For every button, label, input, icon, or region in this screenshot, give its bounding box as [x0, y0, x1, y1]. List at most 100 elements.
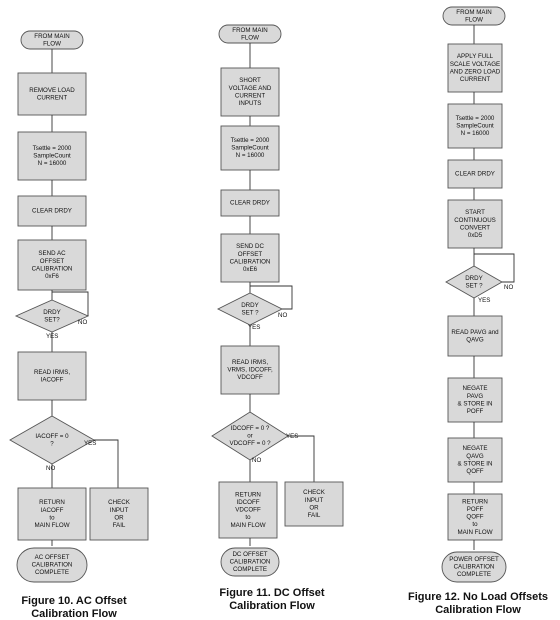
nl-negate-qavg-line-1: NEGATE	[463, 445, 488, 452]
ac-check-input-line-3: OR	[114, 514, 124, 521]
ac-return-line-1: RETURN	[39, 499, 65, 506]
ac-read-irms-line-2: IACOFF	[41, 376, 64, 383]
nl-end-line-3: COMPLETE	[457, 571, 491, 578]
nl-tsettle-line-1: Tsettle = 2000	[456, 115, 495, 122]
ac-label-no-1: NO	[78, 319, 87, 326]
dc-return-line-5: MAIN FLOW	[230, 522, 265, 529]
nl-negate-pavg-line-2: PAVG	[467, 393, 483, 400]
dc-return-box	[218, 481, 278, 539]
nl-negate-pavg-line-1: NEGATE	[463, 385, 488, 392]
nl-negate-qavg-box	[447, 437, 503, 483]
nl-read-avg-box	[447, 315, 503, 357]
ac-return-line-2: IACOFF	[41, 507, 64, 514]
dc-drdy-set-line-2: SET ?	[241, 309, 259, 316]
ac-return-line-3: to	[49, 514, 55, 521]
dc-short-inputs-line-1: SHORT	[239, 77, 261, 84]
dc-check-zero-line-3: VDCOFF = 0 ?	[229, 440, 271, 447]
ac-end-terminal	[16, 547, 88, 583]
nl-read-avg-line-2: QAVG	[466, 336, 484, 343]
nl-no-loop	[474, 253, 515, 283]
ac-send-calibration-line-1: SEND AC	[38, 250, 66, 257]
nl-start-convert-line-4: 0xD5	[468, 232, 483, 239]
nl-end-terminal	[441, 551, 507, 583]
ac-send-calibration-line-2: OFFSET	[40, 258, 65, 265]
dc-label-no-1: NO	[278, 312, 287, 319]
dc-check-input-box	[284, 481, 344, 527]
ac-caption-line-1: Figure 10. AC Offset	[21, 595, 127, 607]
dc-send-calibration-line-4: 0xE6	[243, 266, 258, 273]
ac-end-line-1: AC OFFSET	[35, 554, 70, 561]
nl-return-line-2: POFF	[467, 506, 484, 513]
nl-apply-voltage-line-3: AND ZERO LOAD	[450, 68, 501, 75]
nl-drdy-set-line-2: SET ?	[465, 282, 483, 289]
nl-clear-drdy-line-1: CLEAR DRDY	[455, 171, 495, 178]
nl-return-line-3: QOFF	[466, 514, 483, 521]
nl-caption-line-1: Figure 12. No Load Offsets	[408, 591, 548, 603]
ac-check-input-line-4: FAIL	[113, 522, 126, 529]
nl-negate-pavg-line-4: POFF	[467, 408, 484, 415]
dc-check-input-line-4: FAIL	[308, 512, 321, 519]
dc-short-inputs-line-2: VOLTAGE AND	[229, 85, 272, 92]
ac-read-irms-box	[17, 351, 87, 401]
dc-read-values-line-2: VRMS, IDCOFF,	[227, 367, 273, 374]
dc-read-values-line-3: VDCOFF	[237, 374, 263, 381]
ac-remove-load-line-2: CURRENT	[37, 94, 67, 101]
nl-apply-voltage-line-2: SCALE VOLTAGE	[450, 61, 500, 68]
nl-tsettle-box	[447, 103, 503, 149]
ac-check-zero-line-2: ?	[50, 440, 54, 447]
nl-negate-qavg-line-3: & STORE IN	[458, 460, 493, 467]
nl-start-convert-line-2: CONTINUOUS	[454, 217, 496, 224]
nl-return-line-5: MAIN FLOW	[457, 529, 492, 536]
nl-start-convert-box	[447, 199, 503, 249]
ac-send-calibration-box	[17, 239, 87, 291]
nl-negate-qavg-line-2: QAVG	[466, 453, 484, 460]
dc-check-input-line-1: CHECK	[303, 489, 326, 496]
dc-no-loop	[250, 285, 293, 310]
nl-label-no-1: NO	[504, 284, 513, 291]
dc-start-line-2: FLOW	[241, 34, 259, 41]
ac-caption-line-2: Calibration Flow	[31, 608, 117, 620]
ac-clear-drdy-line-1: CLEAR DRDY	[32, 208, 72, 215]
ac-return-box	[17, 487, 87, 541]
nl-drdy-set-line-1: DRDY	[465, 275, 483, 282]
dc-short-inputs-line-4: INPUTS	[239, 100, 262, 107]
nl-return-box	[447, 493, 503, 541]
dc-end-line-2: CALIBRATION	[230, 559, 271, 566]
ac-label-no-2: NO	[46, 465, 55, 472]
dc-caption-line-2: Calibration Flow	[229, 600, 315, 612]
nl-start-convert-line-1: START	[465, 209, 485, 216]
dc-return-line-4: to	[245, 514, 251, 521]
dc-start-line-1: FROM MAIN	[232, 27, 267, 34]
nl-return-line-4: to	[472, 521, 478, 528]
nl-caption-line-2: Calibration Flow	[435, 604, 521, 616]
dc-check-input-line-3: OR	[309, 504, 319, 511]
nl-negate-pavg-line-3: & STORE IN	[458, 400, 493, 407]
nl-end-line-2: CALIBRATION	[454, 564, 495, 571]
dc-check-zero-line-2: or	[247, 433, 253, 440]
dc-drdy-set-line-1: DRDY	[241, 302, 259, 309]
ac-label-yes-2: YES	[84, 440, 96, 447]
dc-check-input-line-2: INPUT	[305, 497, 324, 504]
ac-start-line-2: FLOW	[43, 40, 61, 47]
dc-clear-drdy-box	[220, 189, 280, 217]
dc-return-line-1: RETURN	[235, 491, 261, 498]
ac-end-line-2: CALIBRATION	[32, 562, 73, 569]
nl-apply-voltage-line-1: APPLY FULL	[457, 53, 494, 60]
dc-label-no-2: NO	[252, 457, 261, 464]
ac-end-line-3: COMPLETE	[35, 569, 69, 576]
dc-end-line-1: DC OFFSET	[232, 551, 267, 558]
dc-tsettle-line-2: SampleCount	[231, 145, 269, 152]
ac-check-input-box	[89, 487, 149, 541]
nl-start-line-2: FLOW	[465, 16, 483, 23]
dc-short-inputs-line-3: CURRENT	[235, 92, 265, 99]
dc-send-calibration-box	[220, 233, 280, 283]
ac-return-line-4: MAIN FLOW	[34, 522, 69, 529]
nl-tsettle-line-3: N = 16000	[461, 130, 490, 137]
nl-return-line-1: RETURN	[462, 498, 488, 505]
dc-read-values-line-1: READ IRMS,	[232, 359, 268, 366]
ac-start-line-1: FROM MAIN	[34, 33, 69, 40]
dc-check-zero-line-1: IDCOFF = 0 ?	[231, 425, 270, 432]
ac-send-calibration-line-4: 0xF6	[45, 273, 59, 280]
ac-check-input-line-2: INPUT	[110, 507, 129, 514]
